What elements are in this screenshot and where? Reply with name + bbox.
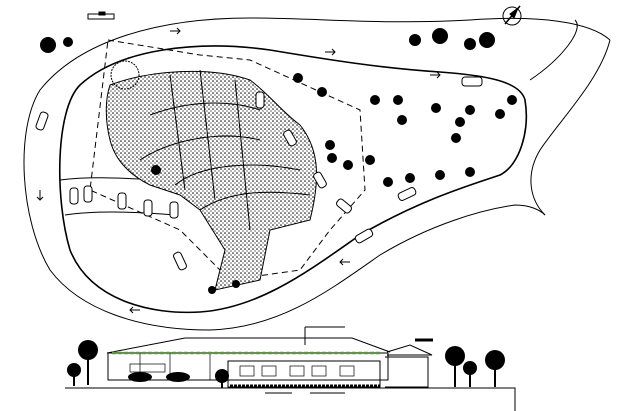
elevation-trees (67, 340, 505, 388)
road-outer-edge (23, 17, 611, 331)
building-footprint (105, 70, 317, 291)
car-icon (354, 228, 374, 244)
site-plan (23, 5, 611, 331)
road-branch (530, 39, 611, 216)
direction-arrow-icon (36, 27, 441, 314)
car-icon (397, 187, 417, 201)
front-elevation (65, 326, 516, 411)
car-icon (173, 251, 187, 271)
property-line (89, 39, 366, 281)
car-icons (35, 76, 483, 271)
north-arrow-icon (502, 5, 522, 26)
car-icon (35, 111, 49, 131)
road-inner-edge (58, 45, 528, 314)
car-icon (461, 76, 483, 87)
tree-icons (40, 28, 517, 294)
